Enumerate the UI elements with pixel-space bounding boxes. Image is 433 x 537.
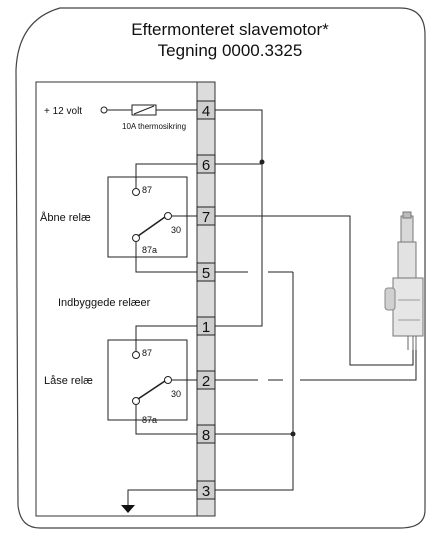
terminal-2-label: 2 bbox=[202, 373, 210, 390]
fuse-label: 10A thermosikring bbox=[122, 122, 186, 131]
slave-motor-icon bbox=[384, 211, 424, 350]
svg-text:87: 87 bbox=[142, 348, 152, 358]
ground-wire bbox=[127, 489, 197, 505]
wire-4-to-1 bbox=[215, 109, 263, 327]
relay-open-box bbox=[107, 176, 188, 258]
terminal-3-label: 3 bbox=[202, 483, 210, 500]
relay-open-pin87a bbox=[132, 234, 140, 242]
svg-text:30: 30 bbox=[171, 389, 181, 399]
terminal-6: 6 bbox=[196, 154, 216, 174]
terminal-6-label: 6 bbox=[202, 157, 210, 174]
outer-frame bbox=[15, 7, 426, 529]
terminal-7-label: 7 bbox=[202, 209, 210, 226]
relay-lock-pin87a bbox=[132, 397, 140, 405]
ground-icon bbox=[121, 505, 135, 513]
svg-text:30: 30 bbox=[171, 225, 181, 235]
relay-lock-label: Låse relæ bbox=[44, 375, 93, 387]
svg-text:87a: 87a bbox=[142, 415, 157, 425]
supply-label: + 12 volt bbox=[44, 106, 82, 117]
relay-open-pin30 bbox=[164, 212, 172, 220]
terminal-3: 3 bbox=[196, 480, 216, 500]
terminal-4-label: 4 bbox=[202, 103, 210, 120]
wire-7-to-motor bbox=[215, 215, 414, 366]
relay-open-pin87 bbox=[132, 188, 140, 196]
svg-text:87: 87 bbox=[142, 185, 152, 195]
relay-lock-pin87 bbox=[132, 351, 140, 359]
drawing-number: Tegning 0000.3325 bbox=[157, 41, 303, 60]
diagram-title: Eftermonteret slavemotor* bbox=[131, 20, 329, 39]
terminal-7: 7 bbox=[196, 206, 216, 226]
junction-dot bbox=[259, 159, 265, 165]
wire-2-to-motor bbox=[300, 345, 417, 381]
terminal-5: 5 bbox=[196, 262, 216, 282]
relay-open-contact bbox=[137, 216, 166, 237]
terminal-strip bbox=[196, 81, 216, 517]
terminal-1-label: 1 bbox=[202, 319, 210, 336]
wire-5-to-3 bbox=[215, 272, 294, 491]
terminal-1: 1 bbox=[196, 316, 216, 336]
relay-lock-contact bbox=[137, 380, 166, 400]
terminal-4: 4 bbox=[196, 100, 216, 120]
relay-open-label: Åbne relæ bbox=[40, 211, 91, 224]
relay-lock-pin30 bbox=[164, 376, 172, 384]
supply-terminal bbox=[100, 106, 108, 114]
terminal-8: 8 bbox=[196, 424, 216, 444]
svg-text:87a: 87a bbox=[142, 245, 157, 255]
terminal-2: 2 bbox=[196, 370, 216, 390]
builtin-relays-label: Indbyggede relæer bbox=[58, 297, 151, 309]
terminal-5-label: 5 bbox=[202, 265, 210, 282]
terminal-8-label: 8 bbox=[202, 427, 210, 444]
